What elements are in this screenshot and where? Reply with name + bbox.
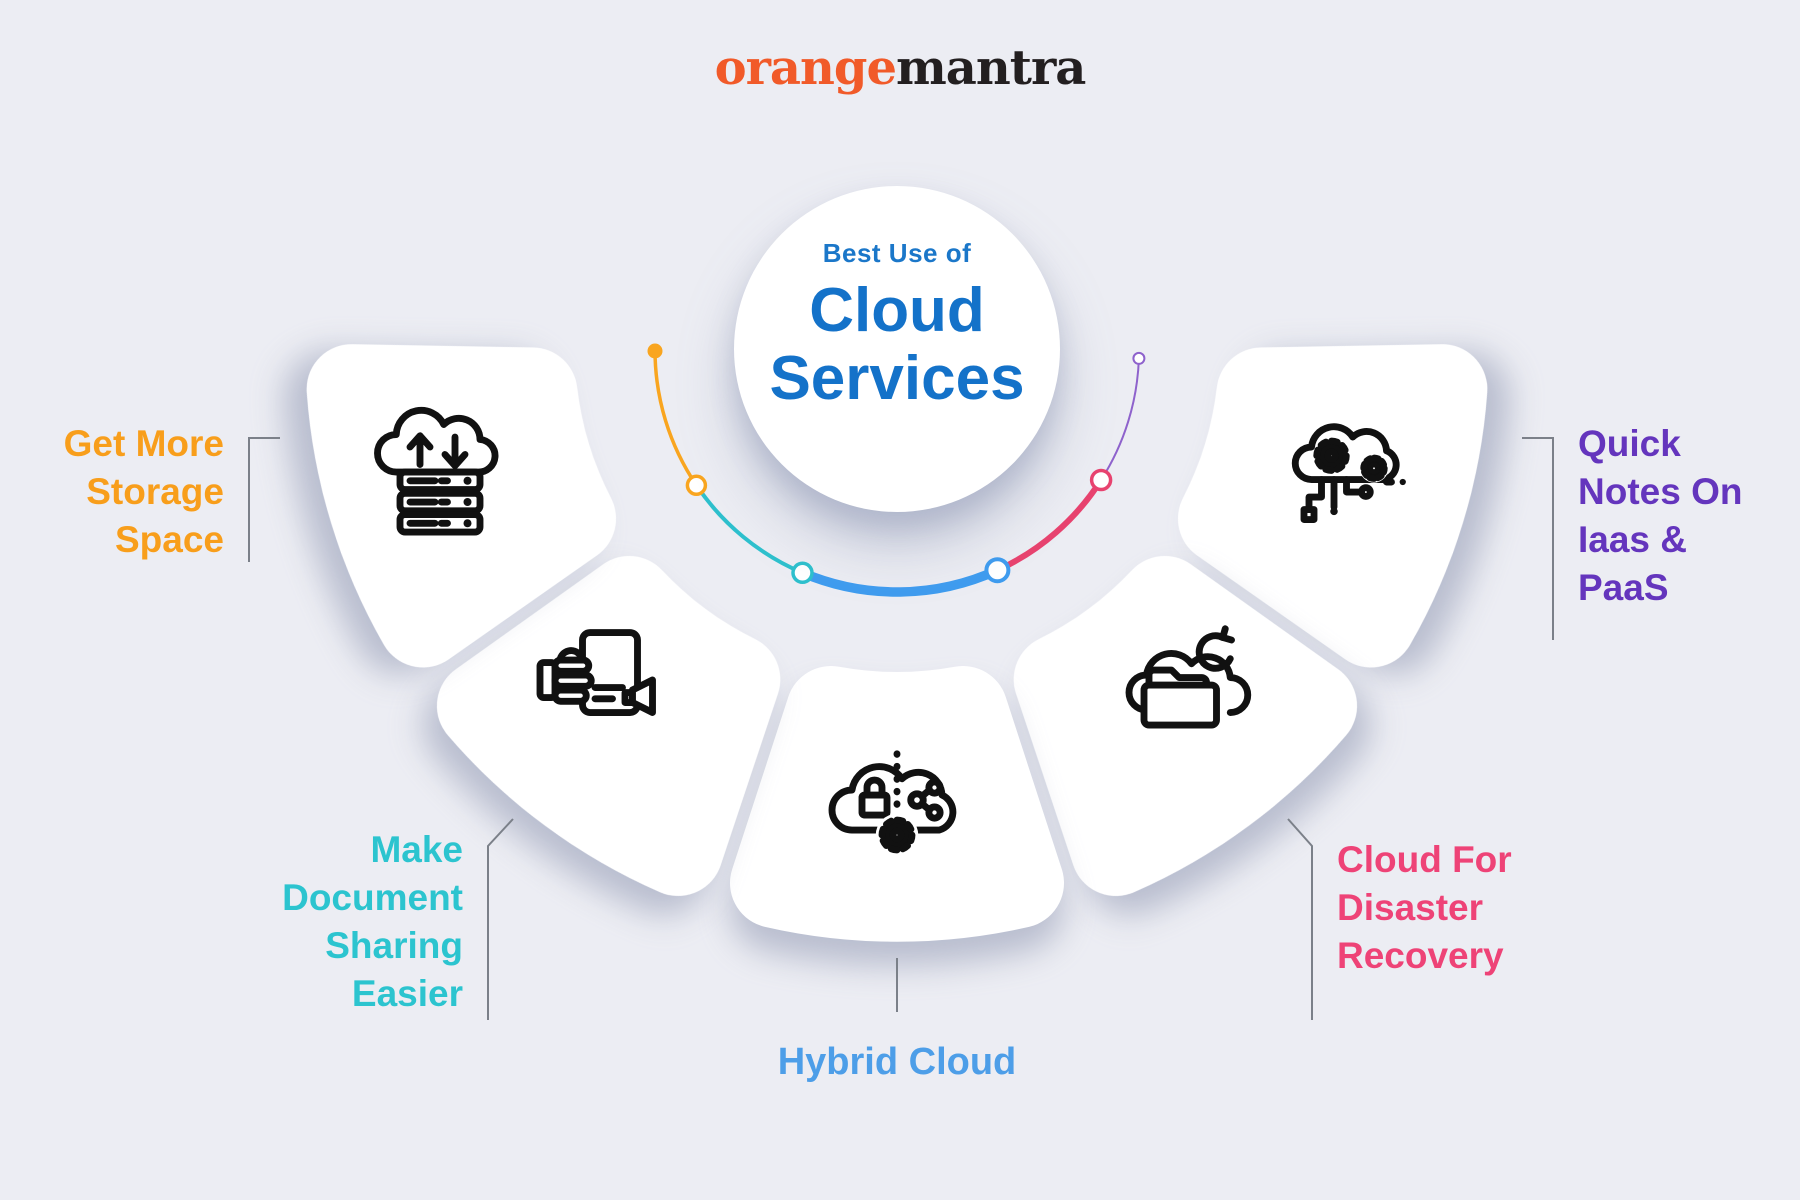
arc-start-dot — [647, 343, 663, 359]
document-sharing-icon — [525, 610, 675, 760]
arc-end-dot — [1132, 351, 1146, 365]
connector-iaas-paas — [1522, 437, 1554, 640]
label-iaas-paas: Quick Notes On Iaas & PaaS — [1578, 423, 1743, 608]
arc-segment-hybrid-cloud — [797, 565, 1003, 597]
connector-document-sharing — [487, 818, 514, 1020]
arc-dot-teal — [791, 561, 814, 585]
logo-orange: orange — [714, 40, 897, 96]
connector-disaster-recovery — [1287, 818, 1313, 1020]
label-hybrid-cloud: Hybrid Cloud — [777, 1041, 1017, 1083]
iaas-paas-icon — [1279, 397, 1429, 547]
badge-title: Cloud Services — [769, 276, 1025, 414]
arc-segment-disaster-recovery — [994, 477, 1105, 574]
label-storage: Get More Storage Space — [63, 423, 224, 560]
badge-kicker: Best Use of — [822, 238, 972, 268]
arc-segment-document-sharing — [694, 483, 805, 575]
logo-mantra: mantra — [896, 40, 1086, 96]
center-badge: Best Use of Cloud Services — [734, 186, 1060, 512]
arc-dot-pink — [1089, 468, 1113, 492]
arc-dot-orange — [685, 474, 708, 497]
disaster-recovery-icon — [1119, 610, 1269, 760]
connector-storage — [248, 437, 280, 562]
arc-segment-iaas-paas — [1100, 357, 1140, 481]
arc-dot-blue — [984, 557, 1011, 584]
progress-arc — [647, 343, 1146, 597]
connectors — [248, 437, 1554, 1020]
label-disaster-recovery: Cloud For Disaster Recovery — [1337, 839, 1512, 976]
label-document-sharing: Make Document Sharing Easier — [282, 829, 463, 1014]
hybrid-cloud-icon — [822, 720, 972, 870]
cloud-storage-icon — [365, 397, 515, 547]
arc-segment-storage — [653, 348, 699, 488]
logo: orangemantra — [0, 40, 1800, 96]
